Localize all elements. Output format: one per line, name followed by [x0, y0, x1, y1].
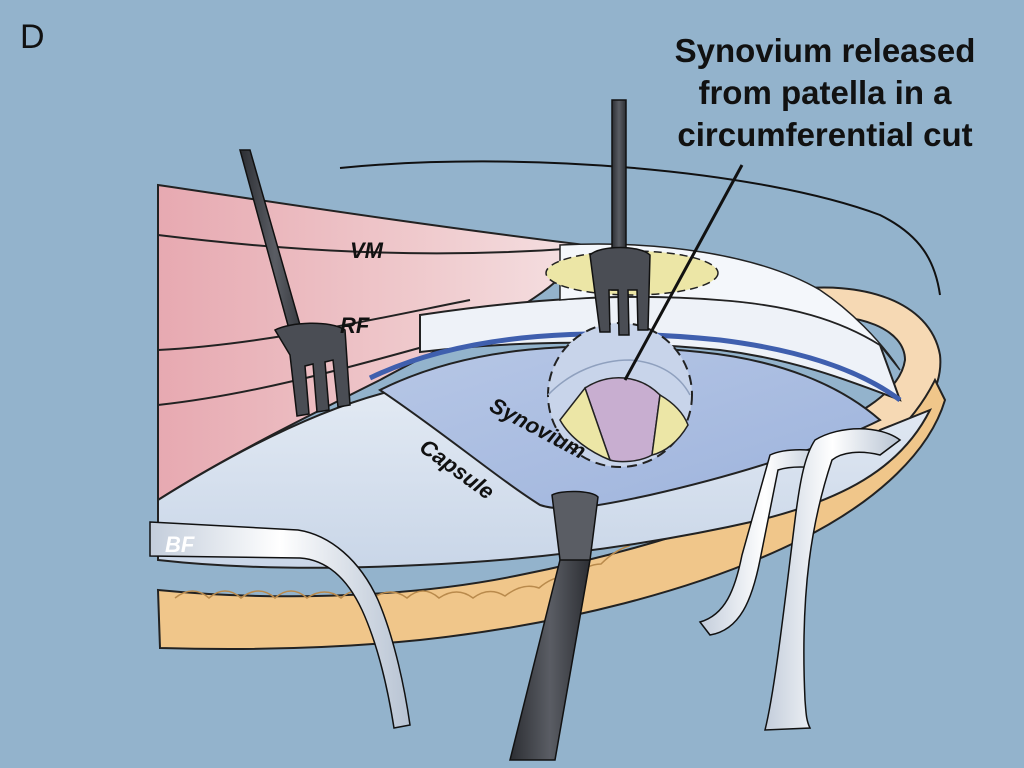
right-bent-retractor-large — [764, 428, 902, 731]
callout-line-2: from patella in a — [698, 74, 952, 111]
central-spatula-retractor — [509, 490, 599, 761]
upper-rake-retractor — [589, 99, 651, 336]
label-bf: BF — [165, 532, 195, 557]
callout-line-1: Synovium released — [674, 32, 976, 69]
callout-text: Synovium released from patella in a circ… — [640, 30, 1010, 156]
label-vm: VM — [350, 238, 384, 263]
patella-yellow-facet-left — [559, 386, 612, 462]
skin-arc — [339, 160, 941, 296]
panel-letter: D — [20, 18, 45, 56]
left-rake-retractor — [239, 149, 351, 417]
patella-yellow-facet-right — [651, 393, 689, 456]
callout-line-3: circumferential cut — [677, 116, 973, 153]
patella-exposure — [547, 322, 693, 468]
callout-leader — [623, 164, 744, 381]
label-rf: RF — [340, 313, 370, 338]
left-bent-retractor — [149, 521, 411, 729]
